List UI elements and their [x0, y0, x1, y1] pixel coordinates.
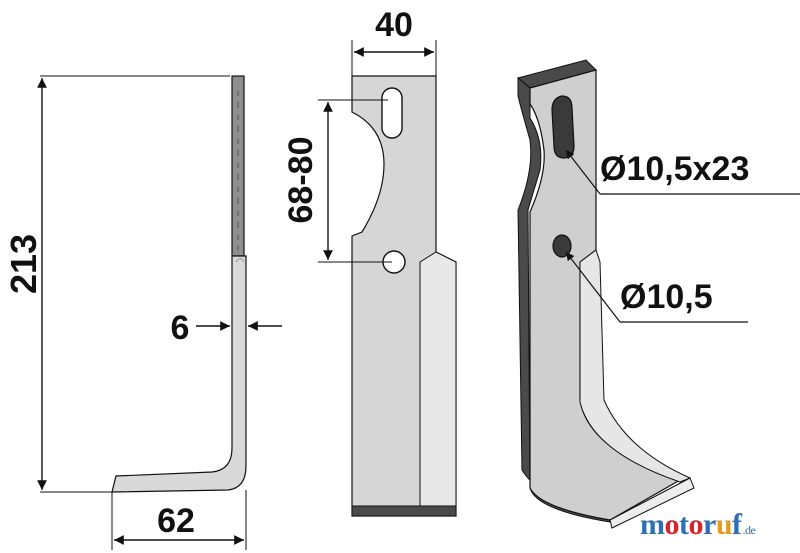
slot-diameter-label: Ø10,5x23	[600, 150, 749, 188]
blade-width-label: 40	[375, 6, 413, 44]
thickness-label: 6	[171, 309, 190, 347]
hole-diameter-label: Ø10,5	[620, 278, 713, 316]
brand-letter: u	[715, 508, 733, 541]
front-view: 40 68-80	[282, 6, 457, 517]
brand-letter: r	[703, 508, 716, 541]
brand-letter: o	[664, 508, 680, 541]
side-view-blade	[111, 255, 247, 493]
brand-letter: t	[679, 508, 689, 541]
height-label: 213	[3, 234, 44, 294]
brand-letter: f	[732, 508, 742, 541]
brand-letter: m	[640, 508, 665, 541]
perspective-hole	[552, 234, 572, 258]
brand-letter: o	[688, 508, 704, 541]
perspective-view: Ø10,5x23 Ø10,5	[516, 59, 800, 529]
brand-tld: .de	[742, 523, 756, 537]
perspective-slot	[551, 95, 575, 159]
side-view: 213 62 6	[3, 75, 282, 550]
bottom-width-label: 62	[157, 502, 195, 540]
front-view-slot	[381, 87, 403, 139]
hole-spacing-label: 68-80	[282, 137, 320, 224]
motoruf-logo: motoruf.de	[640, 508, 756, 542]
